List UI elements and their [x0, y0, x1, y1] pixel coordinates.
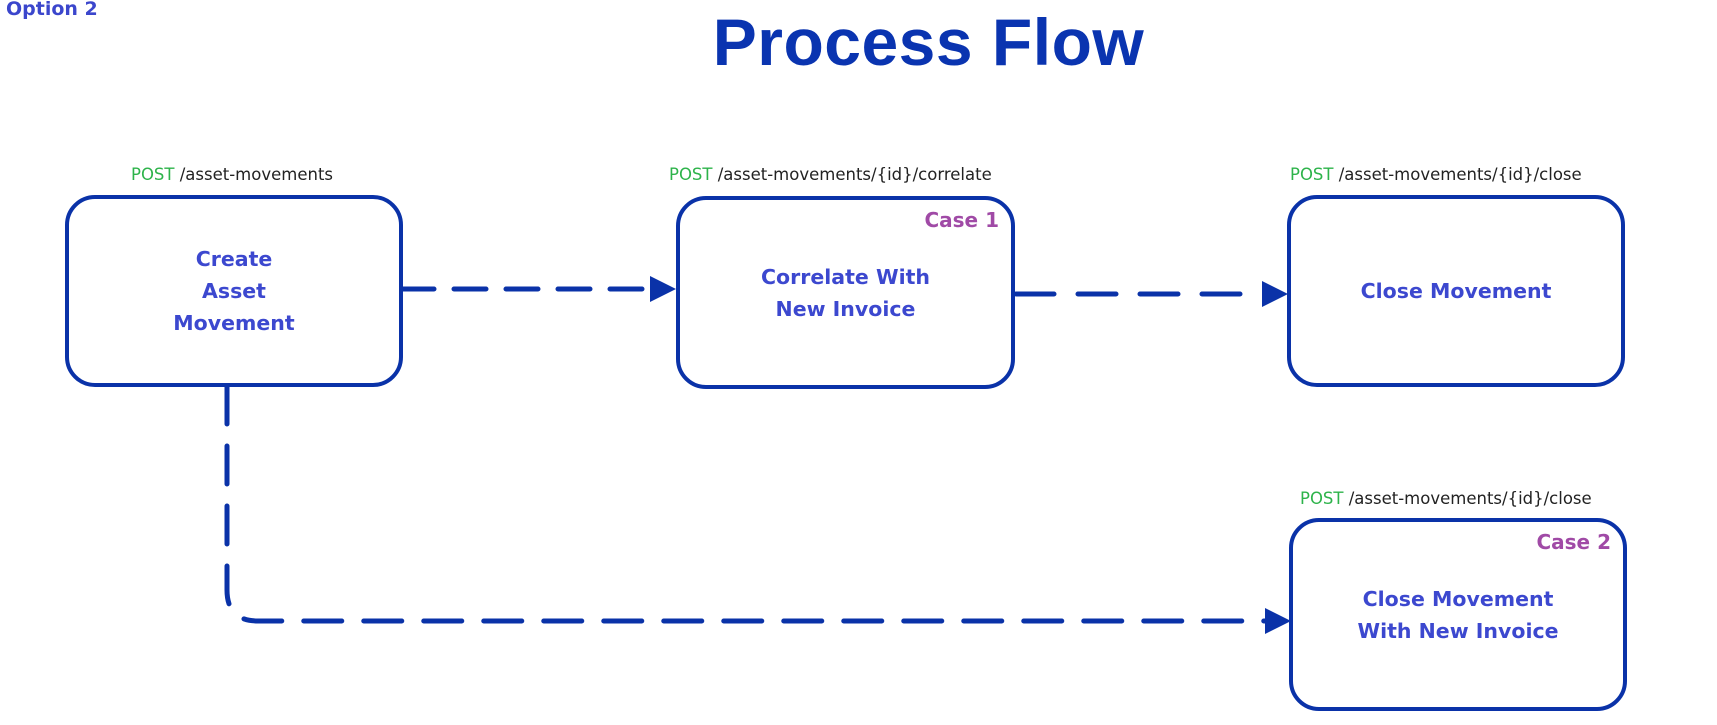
- endpoint-label-close: POST /asset-movements/{id}/close: [1290, 165, 1582, 184]
- endpoint-path: /asset-movements/{id}/close: [1343, 489, 1592, 508]
- edge-create-to-correlate: [399, 276, 676, 302]
- endpoint-label-create: POST /asset-movements: [131, 165, 333, 184]
- http-method: POST: [669, 165, 713, 184]
- http-method: POST: [131, 165, 175, 184]
- endpoint-path: /asset-movements/{id}/close: [1333, 165, 1582, 184]
- case-badge: Case 1: [924, 208, 999, 232]
- edge-create-to-close-with-invoice: [224, 383, 1291, 634]
- node-title: Close Movement With New Invoice: [1357, 586, 1559, 643]
- node-correlate-with-new-invoice[interactable]: Case 1 Correlate With New Invoice: [676, 196, 1015, 389]
- node-title: Close Movement: [1360, 279, 1552, 303]
- arrowhead-icon: [650, 276, 676, 302]
- endpoint-path: /asset-movements/{id}/correlate: [712, 165, 992, 184]
- arrowhead-icon: [1265, 608, 1291, 634]
- edge-correlate-to-close: [1013, 281, 1288, 307]
- case-badge: Case 2: [1536, 530, 1611, 554]
- edge-line: [224, 383, 1268, 624]
- endpoint-label-close-with-invoice: POST /asset-movements/{id}/close: [1300, 489, 1592, 508]
- node-title: Correlate With New Invoice: [761, 264, 930, 321]
- option-label: Option 2: [6, 0, 98, 20]
- node-create-asset-movement[interactable]: Create Asset Movement: [65, 195, 403, 387]
- node-close-movement[interactable]: Close Movement: [1287, 195, 1625, 387]
- endpoint-path: /asset-movements: [174, 165, 334, 184]
- node-close-movement-with-new-invoice[interactable]: Case 2 Close Movement With New Invoice: [1289, 518, 1627, 711]
- http-method: POST: [1300, 489, 1344, 508]
- endpoint-label-correlate: POST /asset-movements/{id}/correlate: [669, 165, 992, 184]
- node-title: Create Asset Movement: [173, 247, 295, 335]
- page-title: Process Flow: [712, 5, 1145, 79]
- arrowhead-icon: [1262, 281, 1288, 307]
- http-method: POST: [1290, 165, 1334, 184]
